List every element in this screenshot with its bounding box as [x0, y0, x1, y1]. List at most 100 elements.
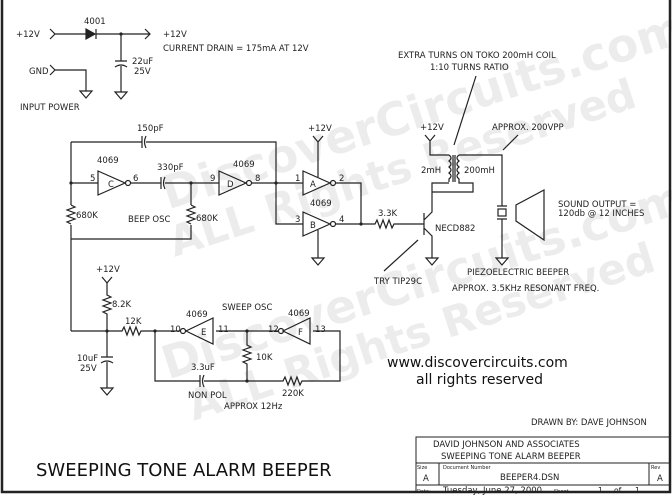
r1-label: 680K — [76, 211, 98, 221]
gnd-label: GND — [29, 67, 49, 77]
voltage-leader — [502, 134, 519, 151]
driver-vcc-label: +12V — [308, 124, 332, 134]
coil-note-2: 1:10 TURNS RATIO — [430, 63, 509, 73]
primary-label: 2mH — [421, 166, 441, 176]
r-10k-label: 10K — [256, 353, 273, 363]
inverter-c-icon — [97, 170, 127, 196]
gate-f-chip: 4069 — [288, 309, 310, 319]
sweep-wires — [71, 325, 341, 388]
pin-10: 10 — [170, 325, 181, 335]
gate-c-chip: 4069 — [97, 156, 119, 166]
cap-10uf-label: 10uF — [77, 354, 98, 364]
pin-2: 2 — [339, 174, 344, 184]
gate-b-name: B — [310, 221, 316, 231]
inverter-d-icon — [218, 170, 303, 196]
resonant-label: APPROX. 3.5KHz RESONANT FREQ. — [452, 284, 599, 294]
r-12k-label: 12K — [125, 317, 142, 327]
cap-330pf-label: 330pF — [157, 163, 184, 173]
input-power-section: +12V 4001 +12V CURRENT DRAIN = 175mA AT … — [16, 17, 309, 113]
r-220k-label: 220K — [282, 389, 304, 399]
gate-c-name: C — [108, 180, 114, 190]
date-label: Date: — [417, 489, 431, 495]
sheet-label: Sheet — [554, 489, 568, 495]
transistor-label: NECD882 — [435, 224, 475, 234]
power-in-label: +12V — [16, 30, 40, 40]
voltage-note: APPROX. 200VPP — [492, 123, 564, 133]
coil-leader — [453, 75, 477, 146]
beep-osc-label: BEEP OSC — [128, 215, 170, 225]
buffer-ab-icon — [302, 170, 332, 237]
coil-note-1: EXTRA TURNS ON TOKO 200mH COIL — [398, 51, 556, 61]
output-vcc-label: +12V — [420, 123, 444, 133]
pin-6: 6 — [133, 174, 138, 184]
cap-3u3-label: 3.3uF — [191, 363, 215, 373]
inverter-ef-icon — [184, 317, 311, 345]
size-value: A — [423, 474, 429, 484]
r-3k3-label: 3.3K — [378, 209, 398, 219]
alt-transistor-note: TRY TIP29C — [373, 277, 422, 287]
sweep-osc-label: SWEEP OSC — [222, 303, 272, 313]
company-name: DAVID JOHNSON AND ASSOCIATES — [433, 440, 580, 450]
pin-8: 8 — [255, 174, 260, 184]
pin-9: 9 — [210, 174, 215, 184]
capacitor-22uf-icon — [113, 34, 129, 100]
pin-11: 11 — [218, 325, 229, 335]
power-out-label: +12V — [163, 30, 187, 40]
current-drain-note: CURRENT DRAIN = 175mA AT 12V — [163, 44, 309, 54]
beep-oscillator: 150pF 680K 680K BEEP OSC 330pF C 4069 5 … — [65, 124, 303, 331]
tip29c-leader — [383, 239, 419, 272]
cap-22uf-label: 22uF — [132, 57, 153, 67]
page-title: SWEEPING TONE ALARM BEEPER — [36, 460, 332, 481]
rev-label: Rev — [651, 465, 660, 471]
gate-ab-chip: 4069 — [310, 199, 332, 209]
cap-25v-label: 25V — [134, 67, 151, 77]
website-text: www.discovercircuits.com — [387, 355, 568, 371]
sheets-value: 1 — [635, 486, 640, 495]
pin-4: 4 — [339, 215, 344, 225]
drawn-by: DRAWN BY: DAVE JOHNSON — [531, 418, 647, 428]
pin-1: 1 — [295, 174, 300, 184]
cap-150pf-label: 150pF — [137, 124, 164, 134]
sound-output-1: SOUND OUTPUT = — [558, 200, 636, 210]
transformer-icon — [424, 134, 510, 266]
sound-output-2: 120db @ 12 INCHES — [558, 209, 644, 219]
gate-a-name: A — [310, 180, 316, 190]
output-section: EXTRA TURNS ON TOKO 200mH COIL 1:10 TURN… — [398, 51, 644, 294]
gate-f-name: F — [298, 328, 303, 338]
gate-d-chip: 4069 — [233, 160, 255, 170]
r2-label: 680K — [196, 214, 218, 224]
piezo-icon — [497, 208, 507, 217]
sweep-vcc-label: +12V — [96, 265, 120, 275]
non-pol-label: NON POL — [188, 391, 227, 401]
pin-3: 3 — [295, 215, 300, 225]
cap-10uf-voltage: 25V — [80, 364, 97, 374]
sweep-supply — [99, 276, 115, 396]
sheet-value: 1 — [598, 486, 603, 495]
transistor-icon — [423, 192, 440, 266]
sweep-freq-label: APPROX 12Hz — [224, 402, 283, 412]
resistor-680k-icon — [65, 204, 197, 225]
title-block: DAVID JOHNSON AND ASSOCIATES SWEEPING TO… — [415, 436, 670, 495]
pin-13: 13 — [315, 325, 326, 335]
resistor-3k3-icon — [336, 182, 424, 230]
sweep-oscillator: +12V 8.2K 10uF 25V 12K SWEEP OSC E F 406… — [71, 265, 341, 412]
doc-label: Document Number — [443, 465, 492, 471]
gate-e-chip: 4069 — [186, 310, 208, 320]
of-label: of — [614, 486, 622, 495]
power-wire — [49, 28, 151, 40]
size-label: Size — [417, 465, 427, 471]
pin-5: 5 — [90, 174, 95, 184]
pin-12: 12 — [268, 325, 279, 335]
block-title: SWEEPING TONE ALARM BEEPER — [441, 452, 581, 462]
speaker-icon — [515, 188, 545, 242]
gate-d-name: D — [227, 180, 234, 190]
secondary-label: 200mH — [464, 166, 495, 176]
gate-e-name: E — [201, 328, 206, 338]
rights-text: all rights reserved — [416, 372, 543, 388]
input-power-label: INPUT POWER — [20, 103, 80, 113]
driver-section: +12V A B 4069 1 2 3 4 3.3K NECD882 TRY T… — [295, 124, 475, 287]
driver-supply — [310, 135, 326, 266]
r-8k2-label: 8.2K — [112, 300, 132, 310]
